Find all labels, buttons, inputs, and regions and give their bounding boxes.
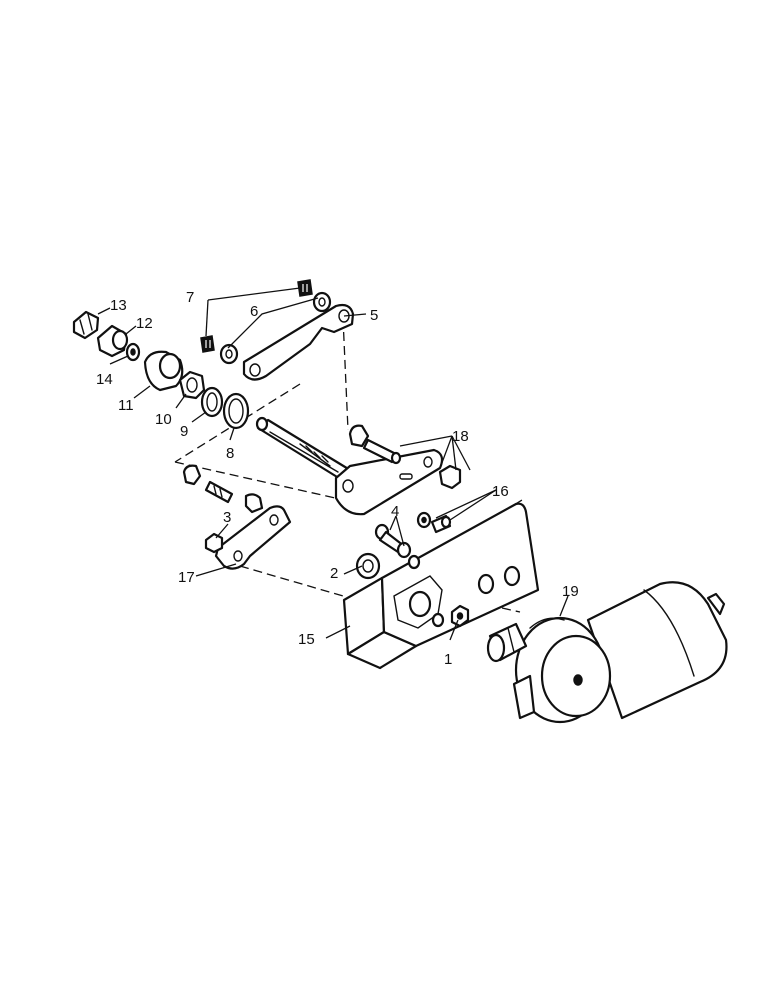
callout-2: 2 [330, 565, 338, 582]
callout-7: 7 [186, 289, 194, 306]
part-13-cap-nut [72, 310, 100, 340]
callout-1: 1 [444, 651, 452, 668]
callout-labels: 1 2 3 4 5 6 7 8 9 10 11 12 13 14 15 16 1… [96, 289, 579, 668]
callout-leaders [97, 287, 569, 641]
part-10-hex-nut [178, 370, 206, 400]
part-18-ball-joint-lower [182, 464, 264, 514]
part-7-clip-upper [297, 279, 313, 297]
callout-16: 16 [492, 483, 509, 500]
part-1-nut [450, 604, 470, 628]
callout-17: 17 [178, 569, 195, 586]
callout-14: 14 [96, 371, 113, 388]
callout-10: 10 [155, 411, 172, 428]
part-12-spacer [96, 324, 129, 358]
part-6-washer-upper [312, 291, 332, 313]
part-16-washer [416, 511, 432, 529]
callout-13: 13 [110, 297, 127, 314]
part-11-dome-cap [143, 350, 184, 392]
part-15-mounting-bracket [342, 502, 540, 670]
part-14-washer [125, 342, 141, 362]
part-6-washer-lower [219, 343, 239, 365]
callout-6: 6 [250, 303, 258, 320]
callout-4: 4 [391, 503, 399, 520]
spindle-shaft [255, 416, 352, 482]
callout-8: 8 [226, 445, 234, 462]
part-18-ball-joint-upper [348, 424, 402, 465]
part-19-wiper-motor [486, 581, 728, 724]
part-8-washer [222, 392, 250, 430]
part-17-bracket [214, 505, 292, 570]
part-2-washer [355, 552, 381, 580]
callout-9: 9 [180, 423, 188, 440]
part-3-nut [204, 532, 224, 554]
part-9-washer [200, 386, 224, 418]
part-18-nut [438, 464, 462, 490]
part-7-clip-lower [200, 335, 215, 353]
callout-11: 11 [118, 397, 134, 414]
callout-18: 18 [452, 428, 469, 445]
callout-12: 12 [136, 315, 153, 332]
callout-15: 15 [298, 631, 315, 648]
part-16-bolt [430, 514, 452, 534]
callout-19: 19 [562, 583, 579, 600]
part-5-link-arm [242, 303, 355, 381]
callout-5: 5 [370, 307, 378, 324]
callout-3: 3 [223, 509, 231, 526]
part-4-bolt [374, 523, 412, 559]
